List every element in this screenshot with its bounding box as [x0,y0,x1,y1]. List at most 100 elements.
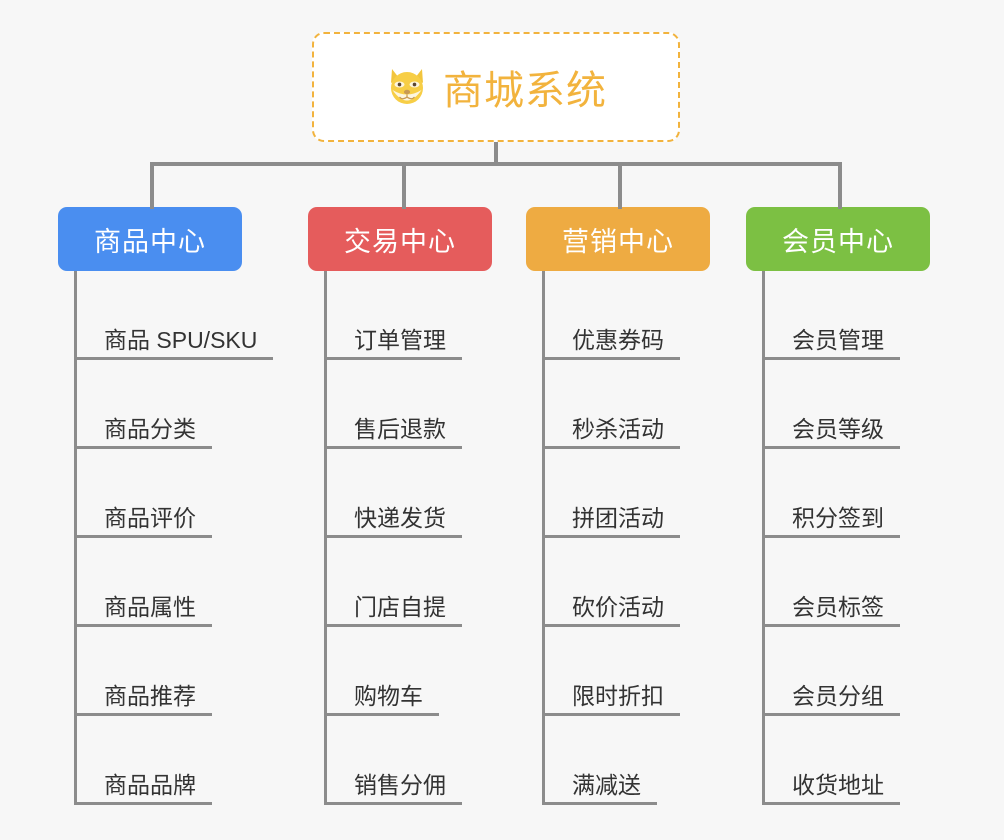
leaf-item-label: 销售分佣 [354,771,446,798]
connector-root-stem [494,142,498,164]
leaf-item-underline [324,802,462,805]
leaf-item-label: 会员标签 [792,593,884,620]
leaf-item[interactable]: 商品分类 [58,360,242,449]
leaf-item-underline [542,357,680,360]
leaf-item[interactable]: 秒杀活动 [526,360,710,449]
leaf-item[interactable]: 会员管理 [746,271,930,360]
branch-header-label: 会员中心 [782,226,894,257]
leaf-item[interactable]: 商品属性 [58,538,242,627]
leaf-item-label: 门店自提 [354,593,446,620]
branch-header-label: 营销中心 [562,226,674,257]
leaf-item-underline [542,802,657,805]
leaf-item-label: 商品推荐 [104,682,196,709]
leaf-item-label: 商品分类 [104,415,196,442]
leaf-item-label: 订单管理 [354,326,446,353]
leaf-item-label: 商品 SPU/SKU [104,326,258,353]
root-title: 商城系统 [443,69,607,113]
leaf-item[interactable]: 会员等级 [746,360,930,449]
branch-header-label: 交易中心 [344,226,456,257]
connector-drop-3 [618,162,622,209]
branch-items-1: 商品 SPU/SKU 商品分类商品评价商品属性商品推荐商品品牌 [58,271,273,805]
leaf-item-underline [762,446,900,449]
leaf-item-underline [324,624,462,627]
branch-column-2: 交易中心订单管理售后退款快递发货门店自提购物车销售分佣 [308,207,492,805]
leaf-item-label: 购物车 [354,682,423,709]
leaf-item-underline [324,713,439,716]
branch-items-4: 会员管理会员等级积分签到会员标签会员分组收货地址 [746,271,930,805]
leaf-item-label: 商品品牌 [104,771,196,798]
leaf-item-underline [74,535,212,538]
leaf-item-underline [542,446,680,449]
leaf-item[interactable]: 快递发货 [308,449,492,538]
leaf-item[interactable]: 商品评价 [58,449,242,538]
branch-items-3: 优惠券码秒杀活动拼团活动砍价活动限时折扣满减送 [526,271,710,805]
branch-header-4[interactable]: 会员中心 [746,207,930,271]
leaf-item-underline [762,535,900,538]
leaf-item[interactable]: 售后退款 [308,360,492,449]
leaf-item-underline [324,535,462,538]
branch-header-3[interactable]: 营销中心 [526,207,710,271]
leaf-item[interactable]: 门店自提 [308,538,492,627]
leaf-item[interactable]: 收货地址 [746,716,930,805]
leaf-item-label: 会员等级 [792,415,884,442]
leaf-item-label: 快递发货 [354,504,446,531]
leaf-item[interactable]: 限时折扣 [526,627,710,716]
connector-drop-2 [402,162,406,209]
branch-header-label: 商品中心 [94,226,206,257]
leaf-item-label: 商品评价 [104,504,196,531]
leaf-item[interactable]: 商品推荐 [58,627,242,716]
leaf-item-underline [324,357,462,360]
leaf-item-underline [542,535,680,538]
leaf-item-underline [762,802,900,805]
leaf-item[interactable]: 拼团活动 [526,449,710,538]
leaf-item-underline [74,802,212,805]
shiba-dog-face-icon [385,65,429,109]
branch-spine-4 [762,271,765,805]
leaf-item[interactable]: 销售分佣 [308,716,492,805]
branch-header-1[interactable]: 商品中心 [58,207,242,271]
leaf-item-label: 会员管理 [792,326,884,353]
leaf-item-label: 秒杀活动 [572,415,664,442]
leaf-item[interactable]: 订单管理 [308,271,492,360]
leaf-item-label: 砍价活动 [572,593,664,620]
branch-items-2: 订单管理售后退款快递发货门店自提购物车销售分佣 [308,271,492,805]
connector-drop-1 [150,162,154,209]
leaf-item-label: 优惠券码 [572,326,664,353]
leaf-item[interactable]: 积分签到 [746,449,930,538]
leaf-item[interactable]: 满减送 [526,716,710,805]
branch-spine-3 [542,271,545,805]
leaf-item-underline [542,624,680,627]
connector-drop-4 [838,162,842,209]
root-node[interactable]: 商城系统 [312,32,680,142]
leaf-item[interactable]: 优惠券码 [526,271,710,360]
leaf-item[interactable]: 购物车 [308,627,492,716]
leaf-item[interactable]: 商品品牌 [58,716,242,805]
leaf-item-label: 拼团活动 [572,504,664,531]
branch-column-3: 营销中心优惠券码秒杀活动拼团活动砍价活动限时折扣满减送 [526,207,710,805]
leaf-item-underline [74,357,273,360]
branch-column-4: 会员中心会员管理会员等级积分签到会员标签会员分组收货地址 [746,207,930,805]
leaf-item[interactable]: 商品 SPU/SKU [58,271,273,360]
leaf-item-underline [762,713,900,716]
leaf-item[interactable]: 会员分组 [746,627,930,716]
leaf-item-label: 限时折扣 [572,682,664,709]
leaf-item-label: 积分签到 [792,504,884,531]
leaf-item-underline [762,624,900,627]
leaf-item[interactable]: 会员标签 [746,538,930,627]
branch-spine-2 [324,271,327,805]
leaf-item-underline [74,446,212,449]
branch-column-1: 商品中心商品 SPU/SKU 商品分类商品评价商品属性商品推荐商品品牌 [58,207,273,805]
leaf-item-underline [74,624,212,627]
leaf-item-label: 会员分组 [792,682,884,709]
connector-horizontal-bar [150,162,840,166]
leaf-item-underline [542,713,680,716]
leaf-item-label: 收货地址 [792,771,884,798]
leaf-item-underline [74,713,212,716]
leaf-item-label: 售后退款 [354,415,446,442]
leaf-item[interactable]: 砍价活动 [526,538,710,627]
leaf-item-label: 商品属性 [104,593,196,620]
branch-header-2[interactable]: 交易中心 [308,207,492,271]
leaf-item-underline [762,357,900,360]
leaf-item-underline [324,446,462,449]
